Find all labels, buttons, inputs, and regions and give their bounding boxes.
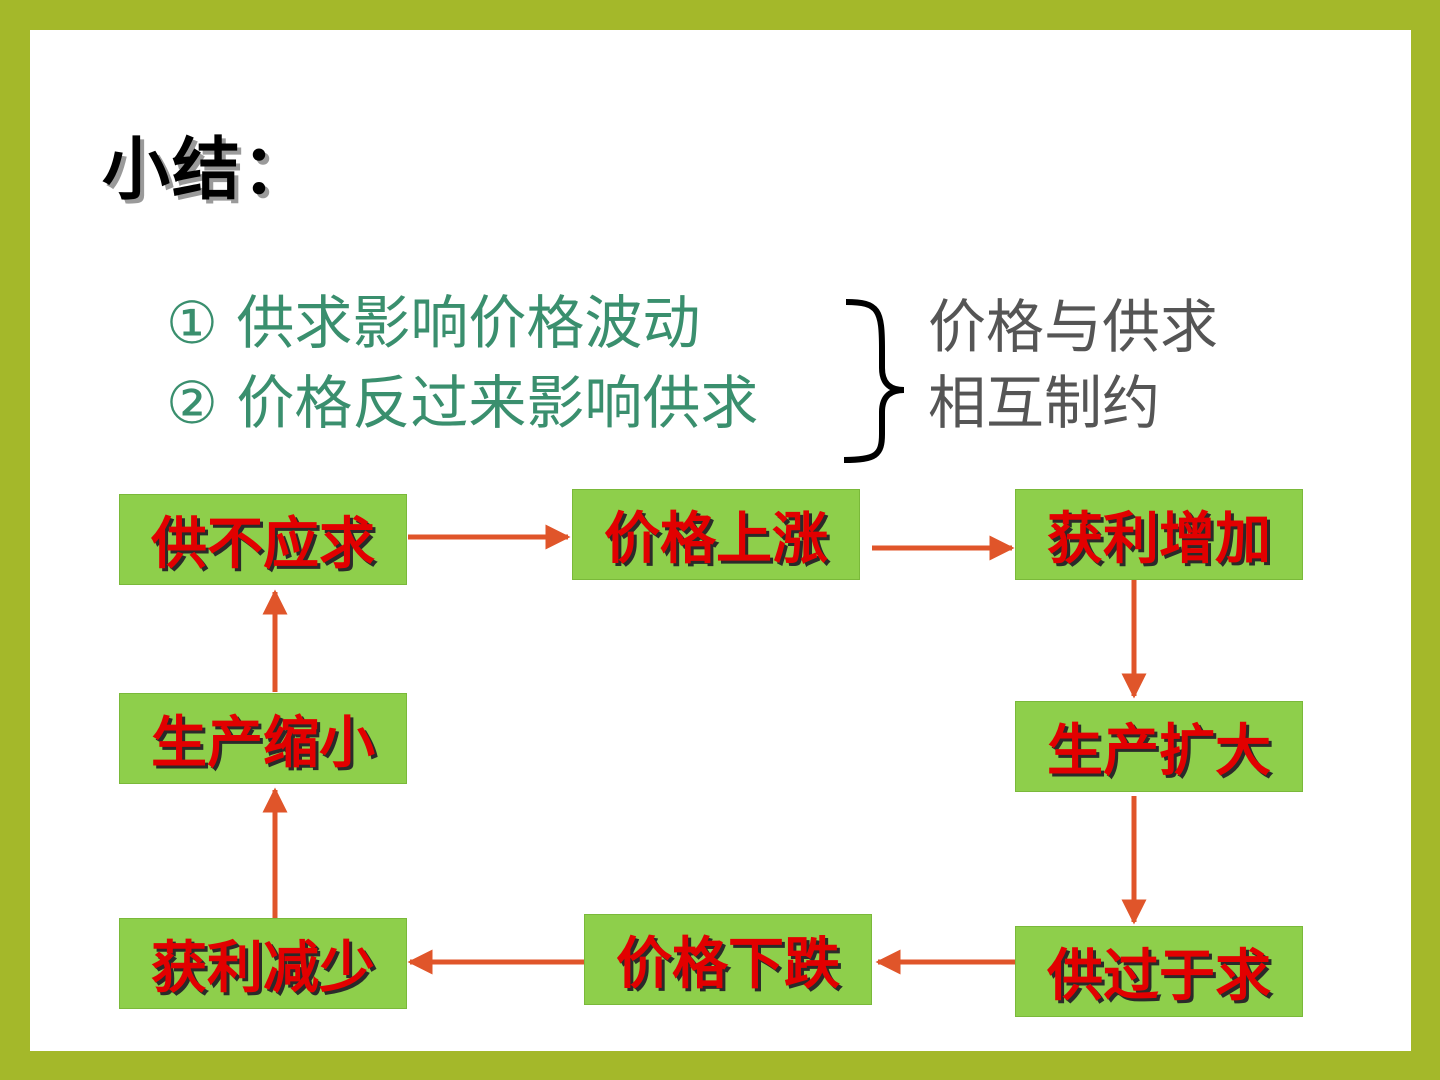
right-brace <box>843 299 905 463</box>
conclusion-line-1: 价格与供求 <box>928 293 1219 361</box>
slide: 小结： ① 供求影响价格波动 ② 价格反过来影响供求 价格与供求 相互制约 供不… <box>30 30 1411 1051</box>
slide-title: 小结： <box>102 131 313 210</box>
box-profit-down: 获利减少 <box>119 918 407 1009</box>
box-production-expand: 生产扩大 <box>1015 701 1303 792</box>
box-profit-up: 获利增加 <box>1015 489 1303 580</box>
box-production-shrink: 生产缩小 <box>119 693 407 784</box>
box-supply-short: 供不应求 <box>119 494 407 585</box>
conclusion-line-2: 相互制约 <box>928 369 1161 437</box>
box-price-down: 价格下跌 <box>584 914 872 1005</box>
cycle-arrows <box>262 524 1147 975</box>
box-supply-excess: 供过于求 <box>1015 926 1303 1017</box>
point-1: ① 供求影响价格波动 <box>166 289 701 357</box>
point-2: ② 价格反过来影响供求 <box>166 369 759 437</box>
box-price-up: 价格上涨 <box>572 489 860 580</box>
